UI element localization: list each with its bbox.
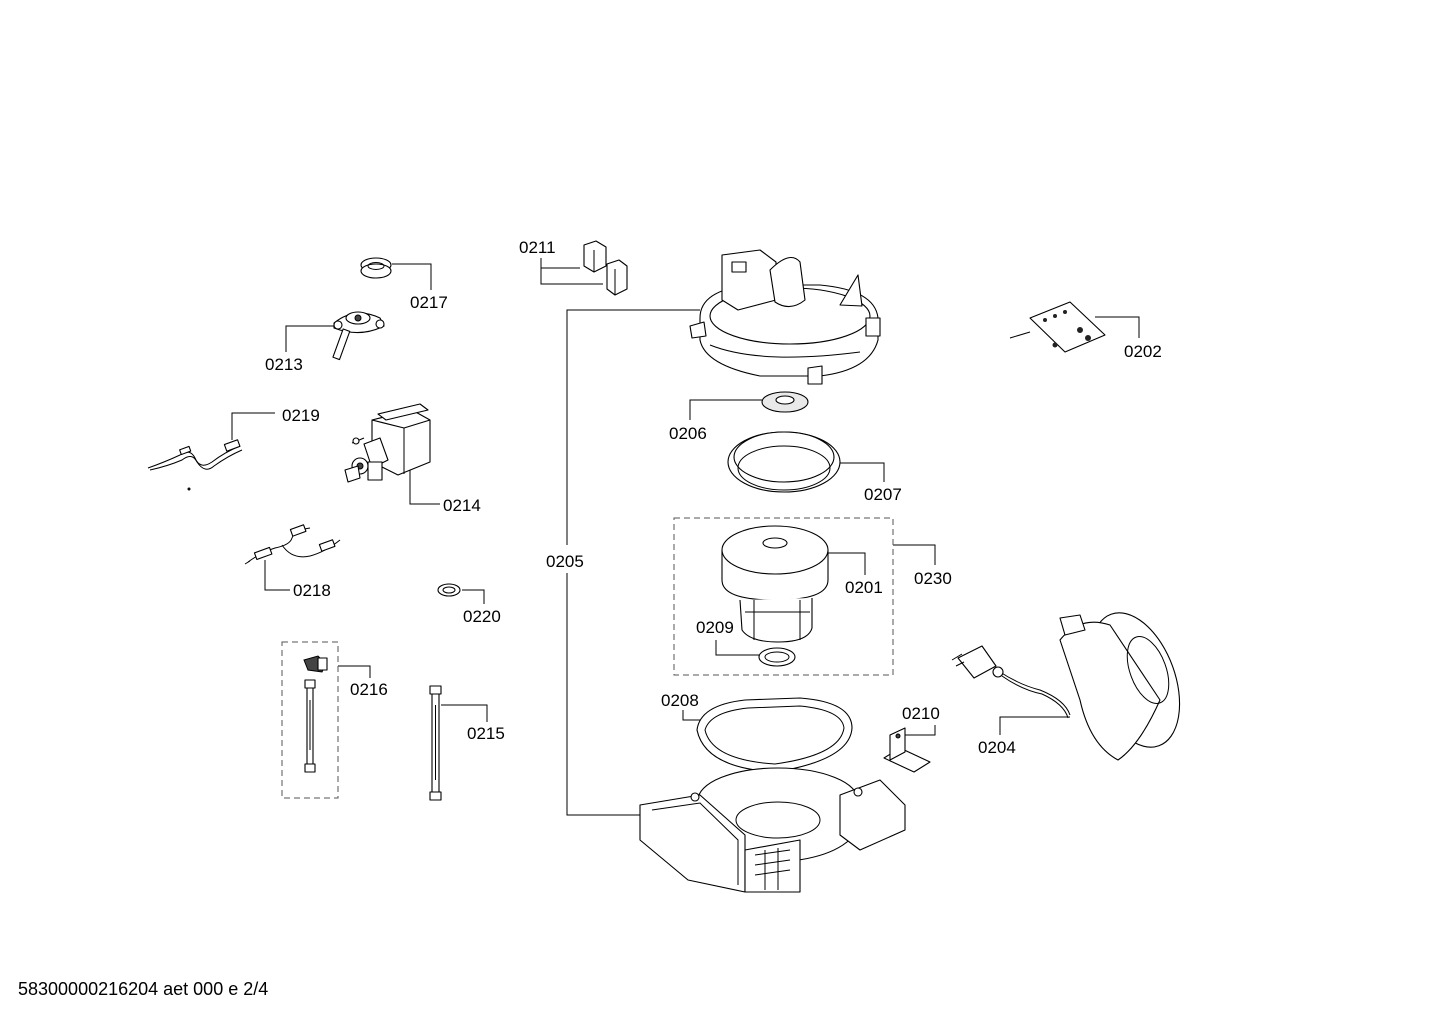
pump-0214	[344, 403, 431, 483]
hose-0216	[303, 655, 328, 773]
label-0205: 0205	[546, 552, 584, 571]
tube-0215	[429, 685, 442, 801]
top-housing-0205	[689, 249, 881, 385]
motor-assembly-group-box	[673, 517, 894, 676]
label-0230: 0230	[914, 569, 952, 588]
label-0219: 0219	[282, 406, 320, 425]
label-0213: 0213	[265, 355, 303, 374]
label-0214: 0214	[443, 496, 481, 515]
label-0217: 0217	[410, 293, 448, 312]
o-ring-0220	[437, 583, 461, 597]
circuit-board-0202	[1009, 301, 1106, 353]
motor-0201	[721, 525, 829, 643]
label-0220: 0220	[463, 607, 501, 626]
valve-0213	[332, 311, 385, 361]
base-0205	[639, 767, 906, 893]
label-0204: 0204	[978, 738, 1016, 757]
cord-reel-0204	[951, 612, 1181, 761]
ring-seal-0217	[360, 257, 392, 279]
gasket-0209	[758, 647, 796, 667]
label-0218: 0218	[293, 581, 331, 600]
gasket-ring-0208	[696, 697, 853, 773]
label-0211: 0211	[519, 238, 556, 257]
document-code: 58300000216204 aet 000 e 2/4	[18, 979, 269, 999]
part-labels: 0217 0213 0219 0214 0218 0220 0216 0215 …	[265, 238, 1162, 757]
ring-0207	[727, 431, 841, 493]
label-0209: 0209	[696, 618, 734, 637]
label-0206: 0206	[669, 424, 707, 443]
hose-group-box	[281, 641, 339, 799]
label-0208: 0208	[661, 691, 699, 710]
label-0202: 0202	[1124, 342, 1162, 361]
cable-0218	[244, 524, 341, 565]
seal-0206	[761, 391, 809, 413]
label-0210: 0210	[902, 704, 940, 723]
leader-lines	[231, 258, 1140, 816]
bracket-0210	[883, 727, 931, 773]
cable-0219	[147, 439, 243, 491]
clip-0211	[583, 240, 628, 296]
label-0215: 0215	[467, 724, 505, 743]
label-0216: 0216	[350, 680, 388, 699]
label-0207: 0207	[864, 485, 902, 504]
label-0201: 0201	[845, 578, 883, 597]
